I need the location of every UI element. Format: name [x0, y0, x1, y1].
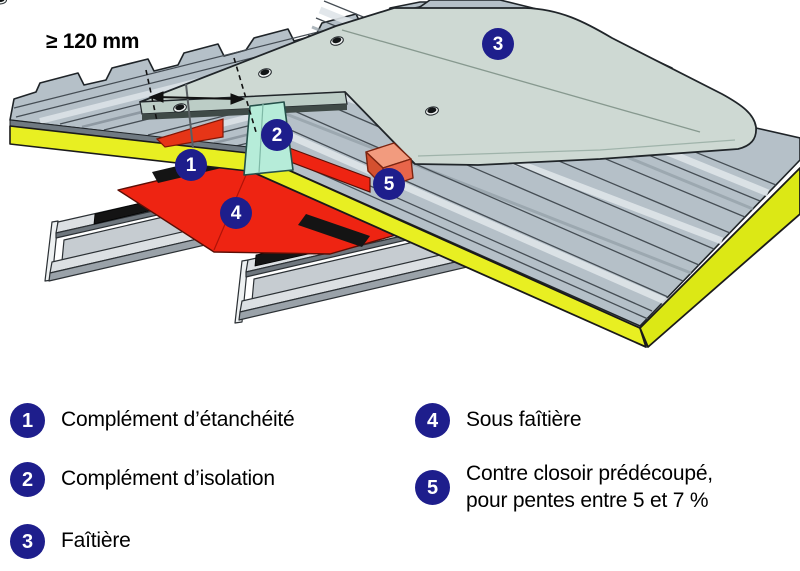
legend-label-1: Complément d’étanchéité	[61, 408, 295, 432]
marker-1: 1	[175, 149, 207, 181]
marker-2: 2	[261, 119, 293, 151]
marker-4: 4	[220, 197, 252, 229]
legend-circle-4: 4	[415, 403, 450, 438]
legend-item-4: 4 Sous faîtière	[415, 403, 582, 438]
insulation-edge-right-side	[639, 167, 800, 348]
legend-label-5-line1: Contre closoir prédécoupé,	[466, 462, 713, 485]
legend-label-2: Complément d’isolation	[61, 467, 275, 491]
diagram-svg	[0, 0, 800, 348]
legend-circle-1: 1	[10, 403, 45, 438]
legend: 1 Complément d’étanchéité 2 Complément d…	[0, 380, 800, 571]
legend-item-2: 2 Complément d’isolation	[10, 462, 275, 497]
legend-label-4: Sous faîtière	[466, 408, 582, 432]
diagram-illustration: ≥ 120 mm 1 2 3 4 5	[0, 0, 800, 348]
legend-circle-2: 2	[10, 462, 45, 497]
dimension-label: ≥ 120 mm	[46, 30, 140, 53]
legend-item-3: 3 Faîtière	[10, 524, 131, 559]
legend-circle-5: 5	[415, 470, 450, 505]
dimension-arrow	[145, 57, 257, 133]
legend-item-5: 5 Contre closoir prédécoupé, pour pentes…	[415, 461, 713, 514]
legend-label-5-line2: pour pentes entre 5 et 7 %	[466, 488, 709, 512]
legend-item-1: 1 Complément d’étanchéité	[10, 403, 295, 438]
legend-circle-3: 3	[10, 524, 45, 559]
etancheite-strip	[155, 118, 224, 148]
legend-label-3: Faîtière	[61, 529, 131, 553]
fastener-pin	[185, 83, 194, 149]
marker-5: 5	[373, 168, 405, 200]
legend-label-5: Contre closoir prédécoupé, pour pentes e…	[466, 461, 713, 514]
marker-3: 3	[482, 28, 514, 60]
ridge-cap	[0, 0, 757, 166]
